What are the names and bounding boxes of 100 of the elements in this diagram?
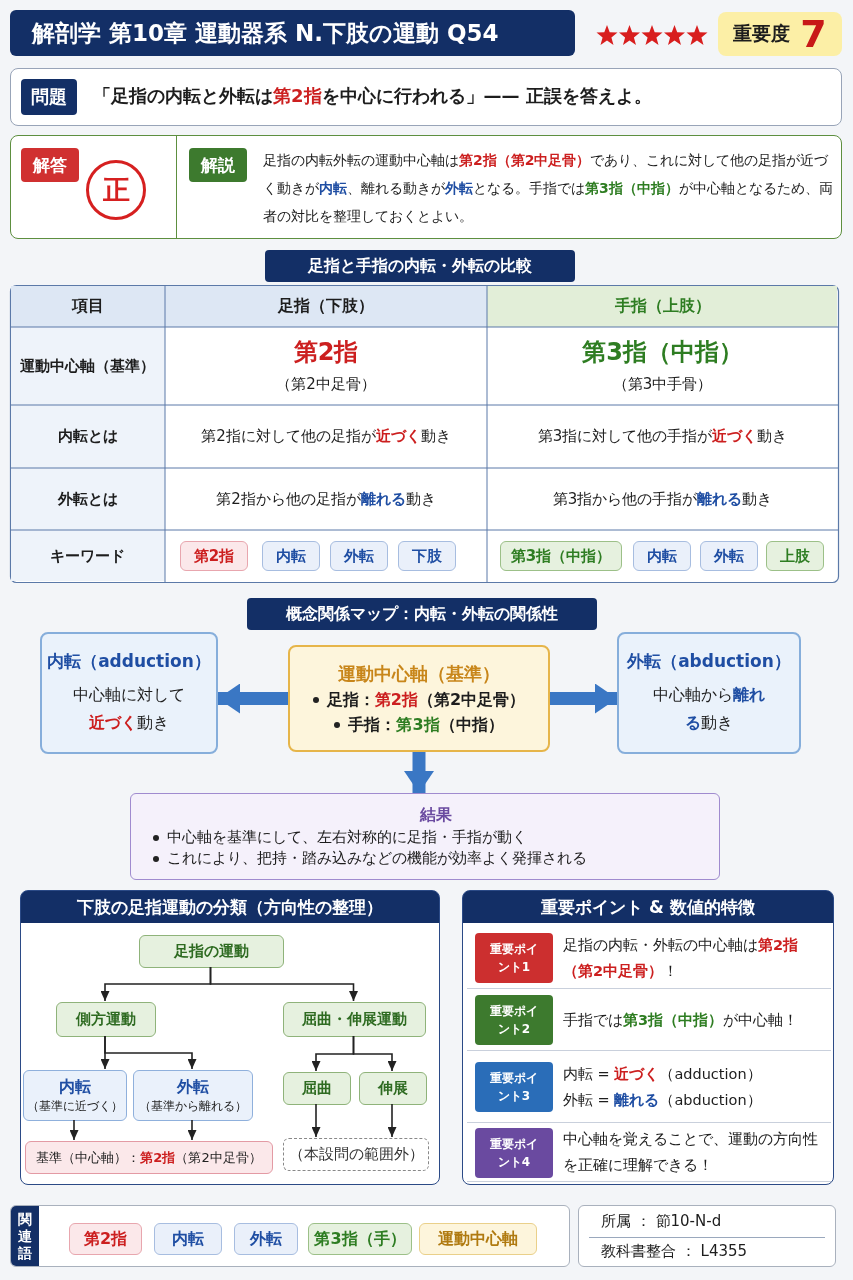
box-sublabel: （基準に近づく） xyxy=(27,1097,123,1115)
keyword-chip xyxy=(69,1223,142,1255)
arrow xyxy=(218,683,288,714)
info-text: 所属 ： 節10-N-d xyxy=(601,1212,722,1231)
category-box xyxy=(359,1072,427,1105)
explanation-badge: 解説 xyxy=(189,148,247,182)
box-label: 内転 xyxy=(59,1076,91,1098)
point-text: 手指では第3指（中指）が中心軸！ xyxy=(563,1010,800,1030)
concept-title: 内転（adduction） xyxy=(47,649,211,673)
keyword-chip: 下肢 xyxy=(398,541,456,571)
arrow xyxy=(69,1119,79,1141)
category-box xyxy=(25,1141,273,1174)
cell-text: 第3指から他の手指が離れる動き xyxy=(552,489,773,509)
point-text: 内転 = 近づく（adduction） xyxy=(563,1064,763,1084)
category-box xyxy=(283,1138,429,1171)
keyword-chip xyxy=(308,1223,412,1255)
box-sublabel: （基準から離れる） xyxy=(139,1097,247,1115)
point-badge: 重要ポイント4 xyxy=(475,1127,553,1178)
chip-label: 内転 xyxy=(172,1228,204,1250)
arrow xyxy=(404,752,434,793)
cell-text: （第3中手骨） xyxy=(612,374,713,394)
cell-text: 第2指 xyxy=(293,337,359,368)
category-box xyxy=(139,935,284,968)
row-header: 運動中心軸（基準） xyxy=(20,356,155,376)
heading-text: 足指と手指の内転・外転の比較 xyxy=(308,255,532,277)
concept-title: 外転（abduction） xyxy=(627,649,791,673)
keyword-chip xyxy=(234,1223,298,1255)
panel-title: 重要ポイント & 数値的特徴 xyxy=(540,896,756,919)
explanation-text: 足指の内転外転の運動中心軸は第2指（第2中足骨）であり、これに対して他の足指が近づく動きが内転、離れる動きが外転となる。手指では第3指（中指）が中心軸となるため、両者の対比を整理しておくとよい。 xyxy=(263,151,833,226)
chip-label: 第2指 xyxy=(83,1228,128,1250)
arrow xyxy=(209,966,358,1002)
answer-panel xyxy=(10,135,842,239)
chip-label: 外転 xyxy=(250,1228,282,1250)
question-text: 「足指の内転と外転は第2指を中心に行われる」—— 正誤を答えよ。 xyxy=(93,84,652,108)
answer-mark: 正 xyxy=(86,160,146,220)
point-badge: 重要ポイント2 xyxy=(475,995,553,1045)
concept-box xyxy=(40,632,218,754)
box-label: （本設問の範囲外） xyxy=(288,1145,424,1164)
row-header: 外転とは xyxy=(57,489,118,509)
row-header: 内転とは xyxy=(57,427,118,446)
bullet-text: 手指：第3指（中指） xyxy=(348,714,504,736)
question-panel xyxy=(10,68,842,126)
title-text: 解剖学 第10章 運動器系 N.下肢の運動 Q54 xyxy=(32,18,499,48)
chip-label: 運動中心軸 xyxy=(438,1228,518,1250)
cell-text: 第2指に対して他の足指が近づく動き xyxy=(201,427,451,446)
box-label: 側方運動 xyxy=(76,1010,136,1029)
box-label: 外転 xyxy=(177,1076,209,1098)
category-box xyxy=(283,1002,426,1037)
related-terms-heading: 関連語 xyxy=(17,1210,33,1262)
arrow xyxy=(311,1103,321,1138)
box-label: 足指の運動 xyxy=(174,942,249,961)
point-badge: 重要ポイント1 xyxy=(475,933,553,983)
box-label: 伸展 xyxy=(378,1079,408,1098)
question-badge: 問題 xyxy=(21,79,77,115)
arrow xyxy=(387,1103,397,1138)
keyword-chip: 内転 xyxy=(633,541,691,571)
panel xyxy=(20,890,440,1185)
cell-text: 第2指から他の足指が離れる動き xyxy=(216,489,436,509)
arrow xyxy=(352,1035,397,1072)
heading-text: 概念関係マップ：内転・外転の関係性 xyxy=(286,603,558,625)
row-header: キーワード xyxy=(50,546,125,566)
point-text: 中心軸を覚えることで、運動の方向性を正確に理解できる！ xyxy=(563,1130,819,1175)
keyword-chip: 上肢 xyxy=(766,541,824,571)
section-heading xyxy=(247,598,597,630)
related-terms-panel xyxy=(10,1205,570,1267)
chip-label: 第3指（手） xyxy=(314,1228,406,1250)
importance-number: 7 xyxy=(800,15,827,53)
box-label: 屈曲 xyxy=(302,1079,332,1098)
keyword-chip xyxy=(154,1223,222,1255)
concept-text: 中心軸から離れる動き xyxy=(652,683,766,734)
concept-title: 運動中心軸（基準） xyxy=(338,661,500,686)
panel-title: 下肢の足指運動の分類（方向性の整理） xyxy=(76,896,384,919)
arrow xyxy=(104,1035,197,1070)
cell-text: （第2中足骨） xyxy=(276,374,376,394)
arrow xyxy=(550,683,617,714)
cell-text: 第3指（中指） xyxy=(582,337,743,368)
concept-text: 中心軸に対して近づく動き xyxy=(72,683,186,734)
cell-text: 第3指に対して他の手指が近づく動き xyxy=(537,427,788,446)
point-badge: 重要ポイント3 xyxy=(475,1062,553,1112)
concept-box xyxy=(288,645,550,752)
category-box xyxy=(133,1070,253,1121)
result-title: 結果 xyxy=(420,805,452,826)
keyword-chip: 第2指 xyxy=(180,541,248,571)
category-box xyxy=(23,1070,127,1121)
column-header: 足指（下肢） xyxy=(278,295,374,317)
info-panel xyxy=(578,1205,836,1267)
column-header: 項目 xyxy=(71,295,104,317)
bullet-text: これにより、把持・踏み込みなどの機能が効率よく発揮される xyxy=(167,849,587,868)
keyword-chip xyxy=(419,1223,537,1255)
keyword-chip: 外転 xyxy=(700,541,758,571)
arrow xyxy=(187,1119,197,1141)
importance-label: 重要度 xyxy=(733,21,791,46)
info-text: 教科書整合 ： L4355 xyxy=(601,1242,748,1261)
keyword-chip: 外転 xyxy=(330,541,388,571)
point-text: 足指の内転・外転の中心軸は第2指（第2中足骨）！ xyxy=(563,935,800,981)
box-label: 屈曲・伸展運動 xyxy=(302,1010,407,1029)
result-box xyxy=(130,793,720,880)
panel xyxy=(462,890,834,1185)
keyword-chip: 第3指（中指） xyxy=(500,541,622,571)
importance-box xyxy=(718,12,842,56)
